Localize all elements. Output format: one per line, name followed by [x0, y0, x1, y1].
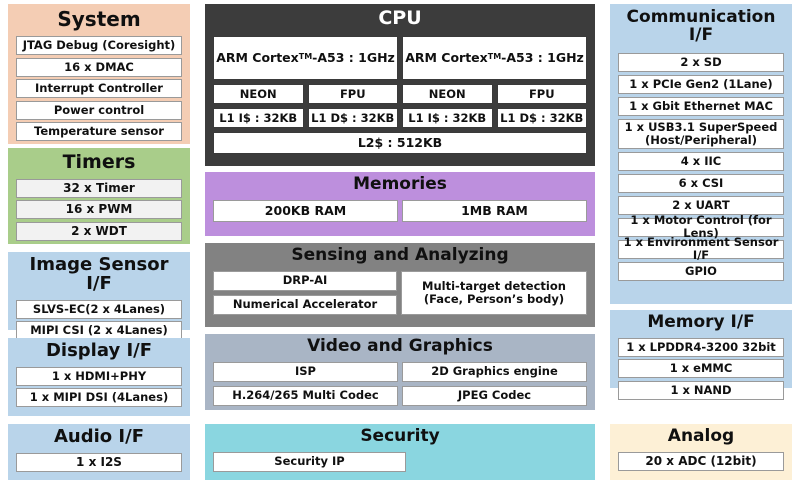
item-interrupt-controller: Interrupt Controller: [16, 79, 182, 98]
cpu-l1i-1: L1 I$ : 32KB: [402, 107, 493, 128]
item-hdmi-phy: 1 x HDMI+PHY: [16, 366, 182, 386]
cpu-core-0-suffix: -A53 : 1GHz: [312, 49, 395, 65]
block-security: Security Security IP: [205, 424, 595, 480]
block-title-security: Security: [360, 426, 440, 446]
cpu-unit-fpu-0: FPU: [307, 83, 398, 104]
item-jpeg-codec: JPEG Codec: [402, 385, 587, 406]
block-communication-if: Communication I/F 2 x SD 1 x PCIe Gen2 (…: [610, 4, 792, 304]
item-multi-codec: H.264/265 Multi Codec: [213, 385, 398, 406]
item-gbit-ethernet-mac: 1 x Gbit Ethernet MAC: [618, 96, 784, 116]
item-timer: 32 x Timer: [16, 178, 182, 198]
block-audio-if: Audio I/F 1 x I2S: [8, 424, 190, 480]
video-row-1: ISP 2D Graphics engine: [213, 361, 587, 382]
item-usb31-superspeed-line2: (Host/Peripheral): [644, 132, 757, 147]
item-2d-graphics-engine: 2D Graphics engine: [402, 361, 587, 382]
block-title-video-and-graphics: Video and Graphics: [307, 336, 493, 356]
item-200kb-ram: 200KB RAM: [213, 199, 398, 222]
item-uart: 2 x UART: [618, 195, 784, 215]
cpu-unit-fpu-1: FPU: [496, 83, 587, 104]
item-sd: 2 x SD: [618, 52, 784, 72]
item-1mb-ram: 1MB RAM: [402, 199, 587, 222]
item-multi-target-detection-line1: Multi-target detection: [422, 278, 566, 293]
cpu-l1d-0: L1 D$ : 32KB: [307, 107, 398, 128]
block-timers: Timers 32 x Timer 16 x PWM 2 x WDT: [8, 148, 190, 244]
item-usb31-superspeed-line1: 1 x USB3.1 SuperSpeed: [624, 119, 778, 134]
sensing-row: DRP-AI Numerical Accelerator Multi-targe…: [213, 270, 587, 315]
item-usb31-superspeed: 1 x USB3.1 SuperSpeed (Host/Peripheral): [618, 118, 784, 149]
item-multi-target-detection-line2: (Face, Person’s body): [423, 291, 565, 306]
cpu-l2-cache: L2$ : 512KB: [213, 131, 587, 154]
cpu-unit-row: NEON FPU NEON FPU: [213, 83, 587, 104]
cpu-core-1-name: ARM Cortex: [405, 49, 488, 65]
block-video-and-graphics: Video and Graphics ISP 2D Graphics engin…: [205, 334, 595, 410]
item-numerical-accelerator: Numerical Accelerator: [213, 294, 397, 315]
item-emmc: 1 x eMMC: [618, 359, 784, 379]
cpu-l1-row: L1 I$ : 32KB L1 D$ : 32KB L1 I$ : 32KB L…: [213, 107, 587, 128]
item-mipi-dsi: 1 x MIPI DSI (4Lanes): [16, 388, 182, 408]
block-memory-if: Memory I/F 1 x LPDDR4-3200 32bit 1 x eMM…: [610, 310, 792, 400]
sensing-left-column: DRP-AI Numerical Accelerator: [213, 270, 397, 315]
block-title-audio-if: Audio I/F: [54, 426, 144, 447]
item-motor-control: 1 x Motor Control (for Lens): [618, 214, 784, 240]
item-dmac: 16 x DMAC: [16, 57, 182, 77]
video-row-2: H.264/265 Multi Codec JPEG Codec: [213, 385, 587, 406]
cpu-l1d-1: L1 D$ : 32KB: [496, 107, 587, 128]
item-slvs-ec: SLVS-EC(2 x 4Lanes): [16, 299, 182, 319]
item-drp-ai: DRP-AI: [213, 270, 397, 291]
block-analog: Analog 20 x ADC (12bit): [610, 424, 792, 480]
block-system: System JTAG Debug (Coresight) 16 x DMAC …: [8, 4, 190, 144]
cpu-core-1-suffix: -A53 : 1GHz: [501, 49, 584, 65]
item-nand: 1 x NAND: [618, 380, 784, 400]
block-title-image-sensor-if: Image Sensor I/F: [29, 254, 169, 294]
block-title-memory-if: Memory I/F: [647, 312, 755, 332]
item-adc: 20 x ADC (12bit): [618, 451, 784, 471]
block-image-sensor-if: Image Sensor I/F SLVS-EC(2 x 4Lanes) MIP…: [8, 252, 190, 341]
item-multi-target-detection: Multi-target detection (Face, Person’s b…: [401, 270, 587, 315]
item-pwm: 16 x PWM: [16, 200, 182, 220]
item-csi: 6 x CSI: [618, 173, 784, 193]
cpu-l1i-0: L1 I$ : 32KB: [213, 107, 304, 128]
item-lpddr4: 1 x LPDDR4-3200 32bit: [618, 337, 784, 357]
item-environment-sensor-if: 1 x Environment Sensor I/F: [618, 236, 784, 262]
block-display-if: Display I/F 1 x HDMI+PHY 1 x MIPI DSI (4…: [8, 338, 190, 416]
item-iic: 4 x IIC: [618, 151, 784, 171]
block-title-cpu: CPU: [378, 7, 422, 29]
item-security-ip: Security IP: [213, 451, 406, 472]
item-wdt: 2 x WDT: [16, 221, 182, 241]
cpu-unit-neon-0: NEON: [213, 83, 304, 104]
item-isp: ISP: [213, 361, 398, 382]
cpu-core-0-trademark: TM: [298, 52, 313, 62]
cpu-core-0-name: ARM Cortex: [216, 49, 299, 65]
block-title-system: System: [57, 7, 141, 31]
block-title-memories: Memories: [353, 174, 447, 194]
item-power-control: Power control: [16, 100, 182, 120]
block-title-sensing-and-analyzing: Sensing and Analyzing: [291, 245, 509, 265]
block-sensing-and-analyzing: Sensing and Analyzing DRP-AI Numerical A…: [205, 243, 595, 327]
item-temperature-sensor: Temperature sensor: [16, 122, 182, 141]
item-gpio: GPIO: [618, 261, 784, 281]
cpu-unit-neon-1: NEON: [402, 83, 493, 104]
block-title-analog: Analog: [667, 426, 735, 446]
item-pcie-gen2: 1 x PCIe Gen2 (1Lane): [618, 74, 784, 94]
block-memories: Memories 200KB RAM 1MB RAM: [205, 172, 595, 236]
memories-row: 200KB RAM 1MB RAM: [213, 199, 587, 222]
cpu-core-1-trademark: TM: [487, 52, 502, 62]
block-title-timers: Timers: [62, 151, 136, 173]
item-i2s: 1 x I2S: [16, 452, 182, 472]
block-title-display-if: Display I/F: [45, 340, 153, 361]
item-jtag-debug: JTAG Debug (Coresight): [16, 36, 182, 55]
block-title-communication-if: Communication I/F: [626, 7, 776, 45]
